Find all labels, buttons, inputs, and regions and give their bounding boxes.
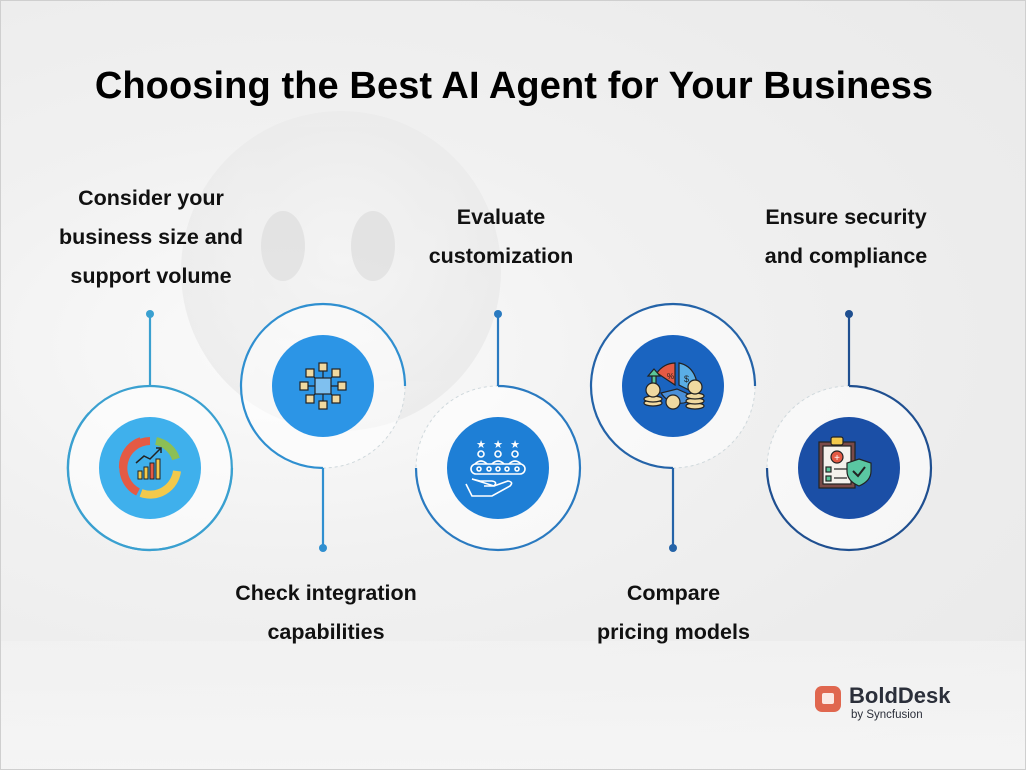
svg-text:%: % — [667, 372, 674, 381]
step-5-label-line: Ensure security — [765, 205, 927, 229]
step-3-label-line: customization — [428, 244, 574, 268]
chart-growth-icon — [118, 437, 181, 499]
step-3-label: Evaluate customization — [391, 198, 611, 276]
step-1-label-line: support volume — [70, 264, 232, 288]
step-4-label: Compare pricing models — [561, 574, 786, 652]
step-2-label-line: Check integration — [235, 581, 417, 605]
robot-eye — [351, 211, 395, 281]
step-3-label-line: Evaluate — [456, 205, 546, 229]
step-1-label-line: Consider your — [78, 186, 224, 210]
page-title: Choosing the Best AI Agent for Your Busi… — [94, 65, 934, 107]
step-4-node: % $ — [589, 302, 757, 552]
step-1-label: Consider your business size and support … — [31, 179, 271, 296]
robot-eye — [261, 211, 305, 281]
step-1-label-line: business size and — [58, 225, 243, 249]
bolddesk-logo-icon — [815, 686, 841, 712]
step-2-label: Check integration capabilities — [201, 574, 451, 652]
security-checklist-icon: + — [818, 436, 872, 489]
background-floor — [1, 641, 1025, 769]
brand-name: BoldDesk — [849, 683, 951, 708]
step-2-node — [239, 302, 407, 552]
svg-text:★: ★ — [510, 439, 520, 451]
bolddesk-logo: BoldDesk by Syncfusion — [815, 684, 950, 722]
svg-text:+: + — [834, 453, 840, 464]
svg-text:★: ★ — [493, 439, 503, 451]
step-4-label-line: Compare — [626, 581, 721, 605]
step-5-node: + — [765, 310, 933, 552]
customization-hand-icon: ★ ★ ★ — [465, 439, 526, 497]
step-4-label-line: pricing models — [597, 620, 750, 644]
svg-text:$: $ — [684, 374, 689, 384]
step-3-node: ★ ★ ★ — [414, 310, 582, 552]
step-5-label: Ensure security and compliance — [736, 198, 956, 276]
brand-sub: by Syncfusion — [851, 709, 923, 721]
step-1-node — [66, 310, 234, 552]
step-5-label-line: and compliance — [764, 244, 928, 268]
step-2-label-line: capabilities — [267, 620, 385, 644]
pricing-coins-icon: % $ — [643, 362, 705, 410]
svg-text:★: ★ — [476, 439, 486, 451]
integration-network-icon — [299, 362, 347, 410]
